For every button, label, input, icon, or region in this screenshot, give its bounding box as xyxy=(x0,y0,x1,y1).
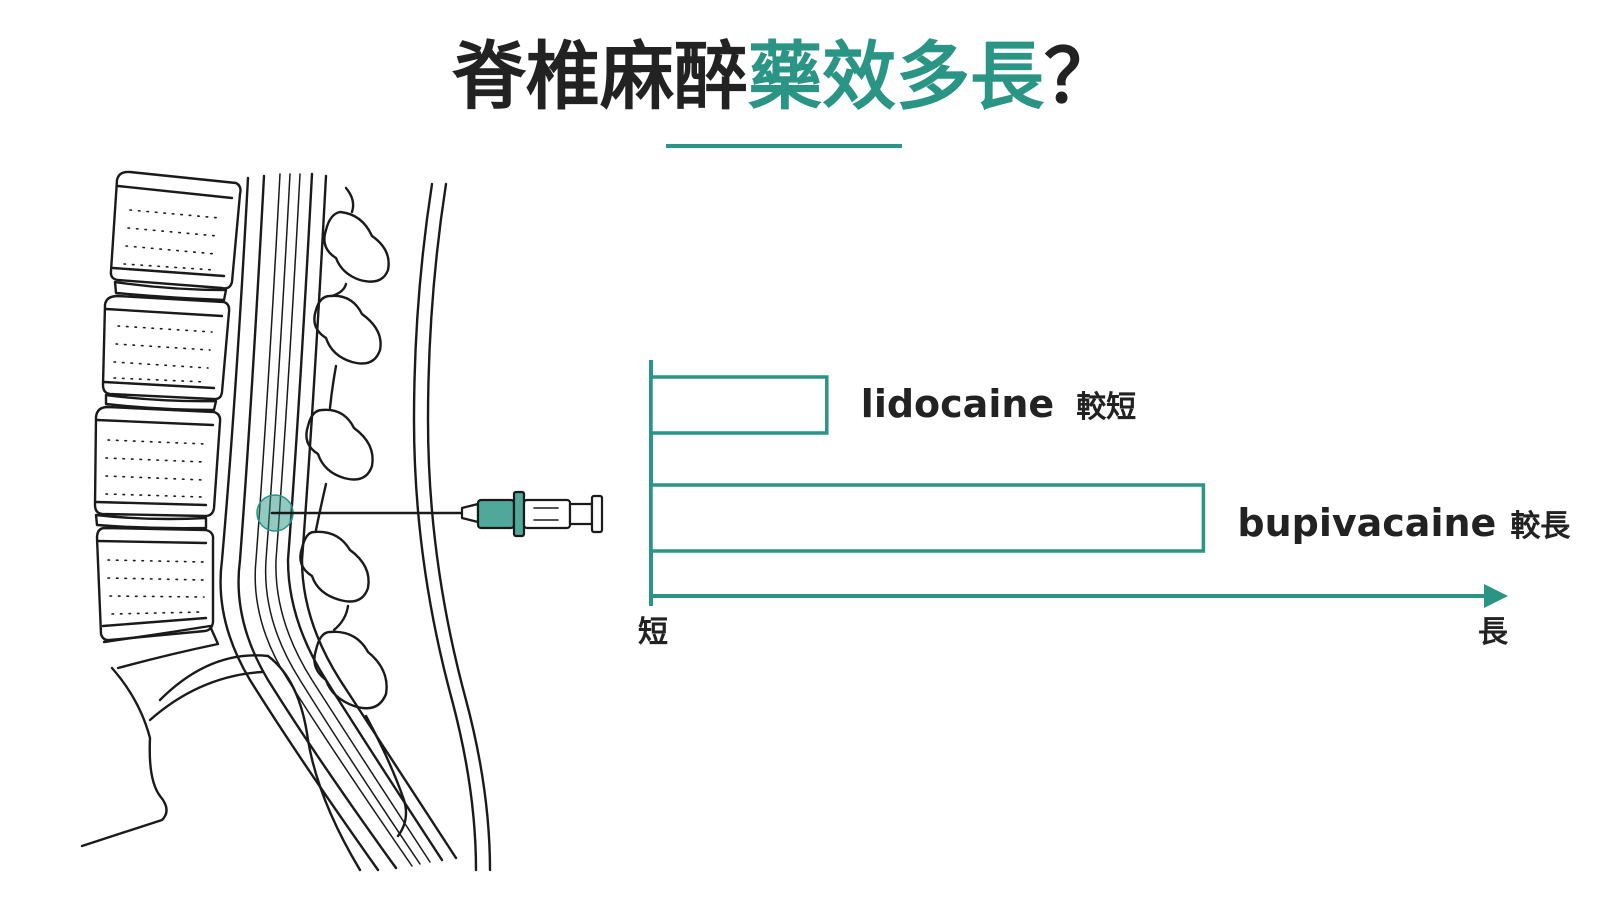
duration-note-bupivacaine: 較長 xyxy=(1510,509,1571,544)
sacrum xyxy=(80,666,168,848)
title-part-accent: 藥效多長 xyxy=(748,34,1045,120)
drug-name-lidocaine: lidocaine xyxy=(861,382,1054,426)
duration-note-lidocaine: 較短 xyxy=(1076,390,1136,425)
bone-texture xyxy=(105,209,221,615)
axis-start-label: 短 xyxy=(638,615,668,650)
page-title: 脊椎麻醉藥效多長？ xyxy=(452,34,1118,120)
syringe-icon xyxy=(270,490,604,538)
title-question-mark: ？ xyxy=(1044,34,1118,120)
spinal-cord xyxy=(219,172,458,872)
spinous-processes xyxy=(299,186,408,838)
x-axis-arrow-icon xyxy=(1484,584,1508,608)
skin-contour xyxy=(412,182,492,872)
duration-chart: lidocaine 較短 bupivacaine 較長 短 長 xyxy=(638,360,1571,650)
bar-label-lidocaine: lidocaine 較短 xyxy=(861,382,1136,426)
drug-name-bupivacaine: bupivacaine xyxy=(1237,501,1496,545)
bar-lidocaine xyxy=(649,375,829,435)
axis-end-label: 長 xyxy=(1478,615,1509,650)
title-part-dark: 脊椎麻醉 xyxy=(452,34,748,120)
bar-bupivacaine xyxy=(649,483,1206,553)
vertebral-bodies xyxy=(93,170,242,670)
spine-illustration xyxy=(80,170,492,872)
bar-label-bupivacaine: bupivacaine 較長 xyxy=(1237,501,1571,545)
